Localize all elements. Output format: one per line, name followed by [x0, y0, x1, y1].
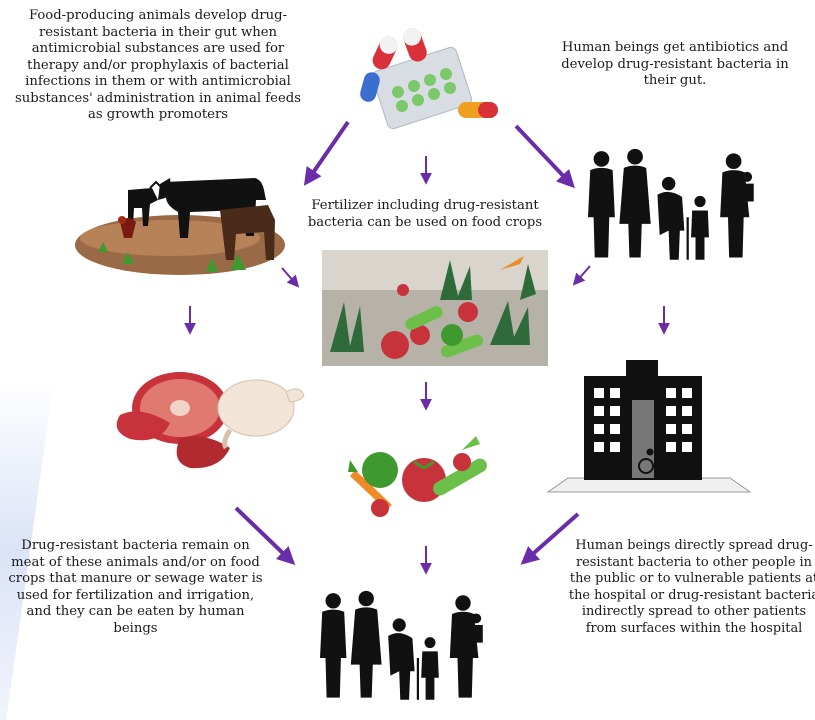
vegetables-icon: [348, 436, 487, 517]
text-humans-spread-bacteria: Human beings directly spread drug-resist…: [568, 538, 815, 636]
text-animals-develop-resistance: Food-producing animals develop drug-resi…: [15, 8, 301, 122]
pills-icon: [360, 28, 498, 130]
livestock-icon: [75, 178, 285, 275]
arrows: [184, 120, 670, 575]
text-fertilizer-on-crops: Fertilizer including drug-resistant bact…: [307, 198, 543, 230]
text-bacteria-on-meat-and-crops: Drug-resistant bacteria remain on meat o…: [8, 538, 263, 636]
human-family-icon: [588, 148, 754, 260]
meat-poultry-icon: [116, 372, 305, 469]
text-humans-get-antibiotics: Human beings get antibiotics and develop…: [561, 40, 789, 88]
hospital-icon: [546, 360, 752, 493]
crops-field-icon: [322, 250, 548, 366]
human-family-bottom-icon: [320, 590, 483, 700]
